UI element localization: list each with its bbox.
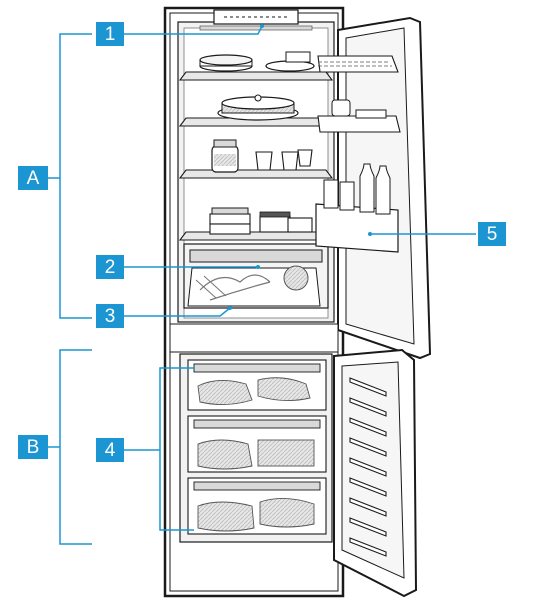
compartment-divider xyxy=(169,323,339,353)
vegetable-drawer xyxy=(183,243,329,309)
door-shelf-top xyxy=(317,55,399,73)
callout-4: 4 xyxy=(96,438,124,462)
leader-1 xyxy=(124,25,263,35)
food-items xyxy=(199,51,315,235)
bracket-b xyxy=(59,349,92,545)
leader-lines xyxy=(46,25,476,545)
leader-3 xyxy=(124,307,231,317)
zone-label-a: A xyxy=(18,166,48,190)
callout-2: 2 xyxy=(96,255,124,279)
freezer-compartment xyxy=(179,353,333,543)
zone-label-b: B xyxy=(18,435,48,459)
bracket-4 xyxy=(159,367,194,531)
bracket-a xyxy=(59,33,92,319)
callout-1: 1 xyxy=(96,22,124,46)
fridge-door xyxy=(315,16,432,360)
callout-5: 5 xyxy=(478,222,506,246)
callout-3: 3 xyxy=(96,304,124,328)
leader-dots xyxy=(228,24,372,310)
freezer-door xyxy=(333,348,418,598)
